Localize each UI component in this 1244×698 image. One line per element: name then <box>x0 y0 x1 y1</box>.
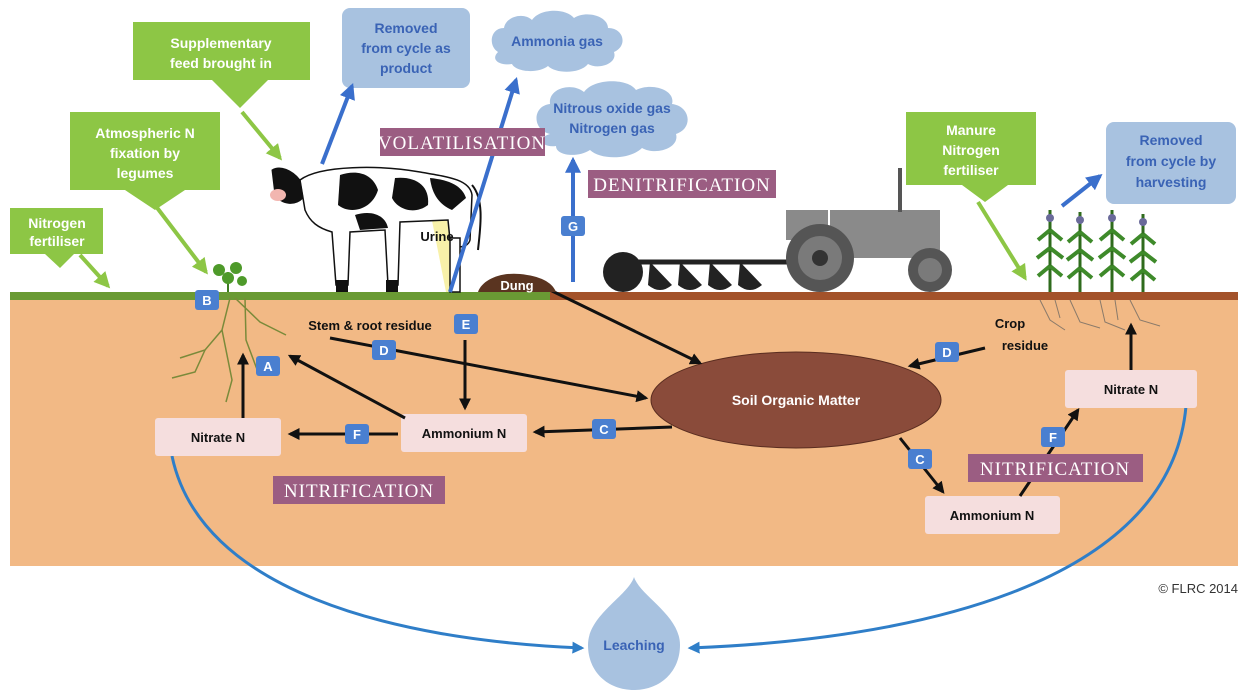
callout-atmospheric-fixation: Atmospheric N fixation by legumes <box>70 112 220 210</box>
cow-icon <box>270 166 482 293</box>
soil-organic-matter-label: Soil Organic Matter <box>732 392 861 408</box>
svg-text:Nitrous oxide gas: Nitrous oxide gas <box>553 100 671 116</box>
svg-text:VOLATILISATION: VOLATILISATION <box>378 133 546 154</box>
svg-text:product: product <box>380 60 432 76</box>
crop-roots <box>1039 299 1161 331</box>
tag-F-left: F <box>345 424 369 444</box>
leaching-arrow-left <box>170 455 585 654</box>
crop-residue-label-line2: residue <box>1002 338 1048 353</box>
leaching-arrow-right <box>687 405 1188 654</box>
crop-plants-icon <box>1035 210 1158 292</box>
legume-plant-icon <box>213 262 247 292</box>
label-nitrification-right: NITRIFICATION <box>968 454 1143 482</box>
soil-organic-matter-ellipse <box>650 351 942 449</box>
arrow-crop-to-harvest <box>1060 174 1103 208</box>
nitrate-right-box: Nitrate N <box>1065 370 1197 408</box>
arrow-dung-to-som <box>549 288 703 365</box>
svg-text:Nitrogen gas: Nitrogen gas <box>569 120 655 136</box>
label-nitrification-left: NITRIFICATION <box>273 476 445 504</box>
svg-text:Nitrogen: Nitrogen <box>942 142 1000 158</box>
svg-text:A: A <box>263 359 273 374</box>
svg-text:Supplementary: Supplementary <box>170 35 271 51</box>
svg-text:Dung: Dung <box>500 278 533 293</box>
svg-text:harvesting: harvesting <box>1136 174 1207 190</box>
arrow-feed-to-cow <box>240 110 283 161</box>
label-denitrification: DENITRIFICATION <box>588 170 776 198</box>
svg-text:from cycle as: from cycle as <box>361 40 451 56</box>
tag-D-left: D <box>372 340 396 360</box>
svg-text:Ammonium N: Ammonium N <box>950 508 1035 523</box>
svg-text:Nitrate N: Nitrate N <box>191 430 245 445</box>
svg-text:fertiliser: fertiliser <box>943 162 999 178</box>
stem-root-residue-label: Stem & root residue <box>308 318 432 333</box>
tag-B: B <box>195 290 219 310</box>
svg-text:Ammonia gas: Ammonia gas <box>511 33 603 49</box>
leaching-label: Leaching <box>603 637 664 653</box>
callout-supplementary-feed: Supplementary feed brought in <box>133 22 310 108</box>
grass-surface <box>10 292 550 300</box>
legume-roots <box>171 297 287 403</box>
svg-text:G: G <box>568 219 578 234</box>
box-removed-by-harvesting: Removed from cycle by harvesting <box>1106 122 1236 204</box>
dung-pile: Dung <box>478 273 556 293</box>
box-removed-as-product: Removed from cycle as product <box>342 8 470 88</box>
svg-text:Removed: Removed <box>1139 132 1202 148</box>
svg-text:Nitrogen: Nitrogen <box>28 215 86 231</box>
svg-text:fixation by: fixation by <box>110 145 180 161</box>
svg-text:from cycle by: from cycle by <box>1126 153 1216 169</box>
copyright-label: © FLRC 2014 <box>1158 581 1238 596</box>
svg-text:C: C <box>599 422 609 437</box>
ammonium-right-box: Ammonium N <box>925 496 1060 534</box>
svg-text:feed brought in: feed brought in <box>170 55 272 71</box>
crop-residue-label-line1: Crop <box>995 316 1025 331</box>
svg-text:Nitrate N: Nitrate N <box>1104 382 1158 397</box>
callout-manure-fertiliser: Manure Nitrogen fertiliser <box>906 112 1036 202</box>
svg-text:DENITRIFICATION: DENITRIFICATION <box>593 175 771 196</box>
svg-text:Removed: Removed <box>374 20 437 36</box>
svg-text:F: F <box>353 427 361 442</box>
svg-text:F: F <box>1049 430 1057 445</box>
arrow-ammonium-to-roots <box>287 354 406 420</box>
tag-E: E <box>454 314 478 334</box>
svg-text:NITRIFICATION: NITRIFICATION <box>980 459 1130 480</box>
tag-C-left: C <box>592 419 616 439</box>
svg-text:D: D <box>379 343 388 358</box>
cloud-nitrous-oxide: Nitrous oxide gas Nitrogen gas <box>536 81 688 158</box>
svg-text:legumes: legumes <box>117 165 174 181</box>
arrow-fixation-to-legume <box>153 203 208 275</box>
cloud-ammonia-gas: Ammonia gas <box>491 10 623 72</box>
ammonium-left-box: Ammonium N <box>401 414 527 452</box>
tag-G: G <box>561 216 585 236</box>
svg-text:NITRIFICATION: NITRIFICATION <box>284 481 434 502</box>
label-volatilisation: VOLATILISATION <box>378 128 546 156</box>
arrow-manure-to-crop <box>976 200 1027 281</box>
svg-text:fertiliser: fertiliser <box>29 233 85 249</box>
svg-text:Ammonium N: Ammonium N <box>422 426 507 441</box>
svg-text:D: D <box>942 345 951 360</box>
tag-A: A <box>256 356 280 376</box>
ploughed-surface <box>550 292 1238 300</box>
svg-text:E: E <box>462 317 471 332</box>
svg-text:Manure: Manure <box>946 122 996 138</box>
tag-D-right: D <box>935 342 959 362</box>
leaching-drop: Leaching <box>588 577 680 690</box>
tag-F-right: F <box>1041 427 1065 447</box>
tractor-icon <box>603 168 952 292</box>
arrow-cow-to-product <box>320 83 355 165</box>
svg-text:Atmospheric N: Atmospheric N <box>95 125 195 141</box>
nitrate-left-box: Nitrate N <box>155 418 281 456</box>
svg-text:B: B <box>202 293 211 308</box>
arrow-urine-to-ammonia <box>448 76 520 293</box>
urine-label: Urine <box>420 229 453 244</box>
callout-nitrogen-fertiliser: Nitrogen fertiliser <box>10 208 103 268</box>
arrow-fertiliser-to-ground <box>78 253 111 289</box>
tag-C-right: C <box>908 449 932 469</box>
svg-text:C: C <box>915 452 925 467</box>
